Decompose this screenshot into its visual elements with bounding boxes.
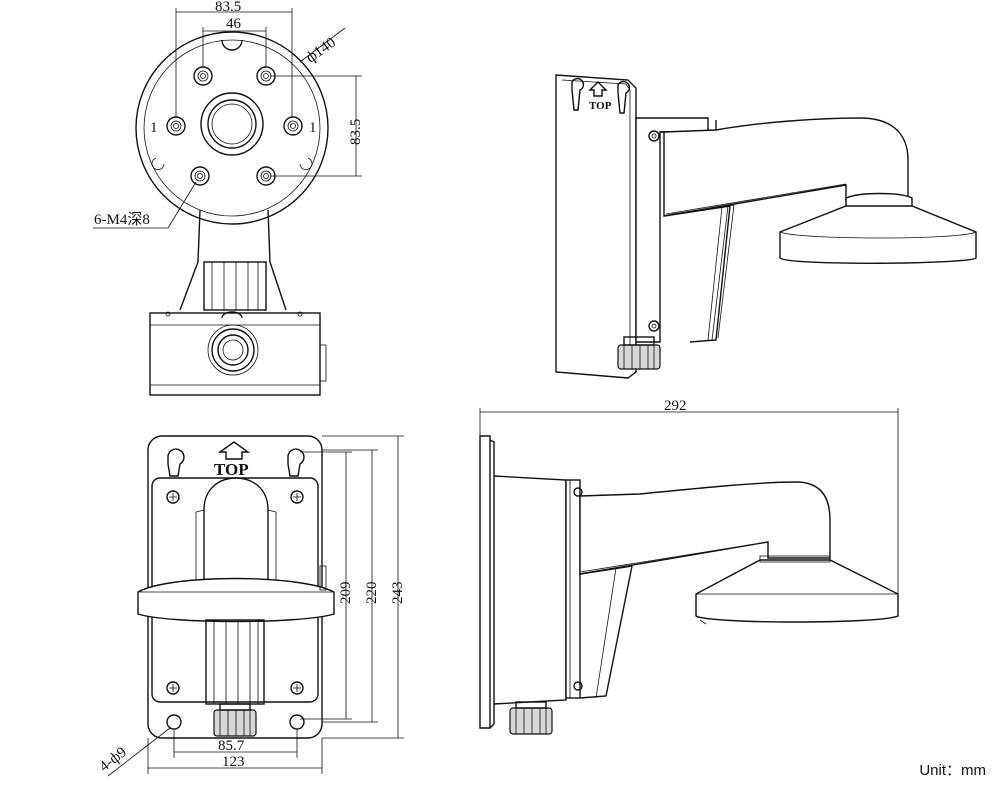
dim-side-292: 292 — [664, 398, 687, 414]
screw — [290, 490, 304, 504]
m4-hole — [283, 116, 303, 136]
dim-front-243: 243 — [390, 582, 406, 605]
screw — [166, 490, 180, 504]
side-hole-label-left: 1 — [150, 120, 158, 136]
top-marking-perspective: TOP — [589, 100, 612, 112]
top-view: 1 1 83.5 46 ф140 — [93, 0, 364, 396]
dim-front-123: 123 — [222, 754, 245, 770]
side-view: 292 — [479, 398, 899, 735]
side-hole-label-right: 1 — [309, 120, 317, 136]
front-view: TOP 209 — [97, 435, 406, 777]
m4-hole — [166, 116, 186, 136]
dim-top-height: 83.5 — [348, 119, 364, 145]
perspective-view: TOP — [555, 74, 977, 379]
unit-label: Unit：mm — [919, 762, 986, 779]
up-arrow-icon — [217, 441, 251, 460]
dim-top-width: 83.5 — [215, 0, 241, 15]
m4-hole — [190, 166, 210, 186]
top-marking-front: TOP — [214, 460, 249, 479]
thread-note: 6-M4深8 — [94, 211, 150, 228]
dim-front-209: 209 — [338, 582, 354, 605]
holes-note: 4-ф9 — [97, 744, 130, 775]
screw — [290, 681, 304, 695]
screw — [166, 681, 180, 695]
dim-front-85-7: 85.7 — [218, 738, 245, 754]
dim-front-220: 220 — [364, 582, 380, 605]
m4-hole — [193, 66, 213, 86]
dim-diameter: ф140 — [303, 35, 339, 67]
dim-hole-spacing: 46 — [226, 16, 242, 32]
up-arrow-icon — [588, 81, 608, 97]
